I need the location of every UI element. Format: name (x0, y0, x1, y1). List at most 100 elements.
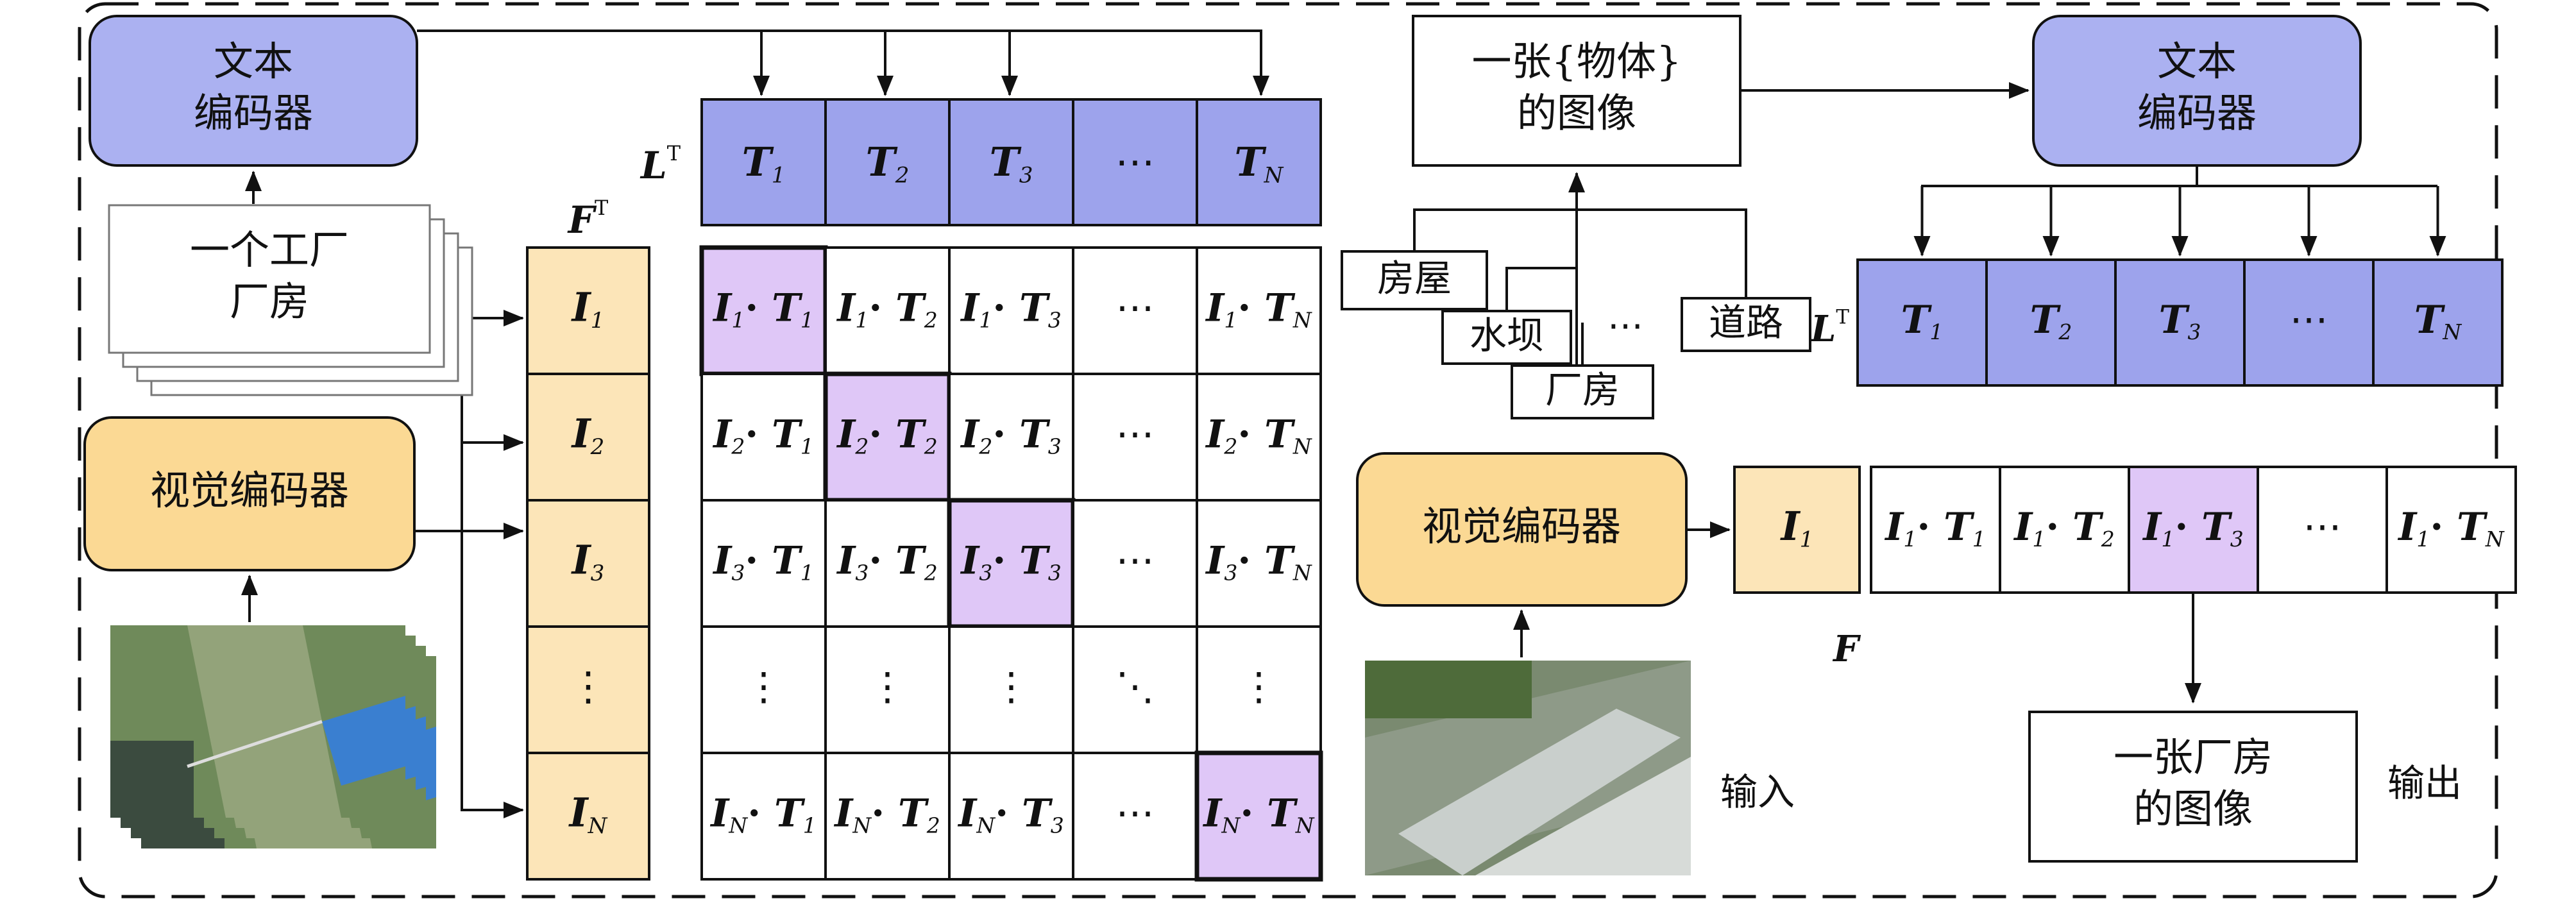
fan-to-in (461, 531, 524, 818)
score-product-5: I1· TN (2397, 505, 2505, 552)
matrix-product-1-1: I1· T1 (712, 285, 814, 332)
score-cell-4 (2257, 466, 2388, 594)
right-image-feature: I1 (1780, 503, 1814, 552)
score-product-3: I1· T3 (2142, 505, 2244, 552)
category-label-1: 房屋 (1377, 257, 1452, 300)
matrix-product-3-5: I3· TN (1205, 538, 1312, 585)
text-feature-4: ⋯ (1115, 139, 1155, 185)
greenhouse-2 (1398, 709, 1681, 875)
input-label: 输入 (1720, 770, 1795, 814)
matrix-cell-5-2 (824, 752, 951, 881)
text-feature-cell-1 (700, 98, 827, 226)
right-text-feature-4: ⋯ (2290, 298, 2328, 342)
category-label-5: 厂房 (1545, 368, 1620, 412)
river (187, 625, 341, 818)
right-text-feature-2: T2 (2030, 298, 2072, 344)
matrix-ellipsis-d: ⋱ (1116, 664, 1155, 709)
matrix-cell-5-1 (700, 752, 827, 881)
text-feature-5: TN (1235, 139, 1284, 188)
left-feature-label: FT (567, 195, 608, 242)
matrix-ellipsis-h-2: ⋯ (1116, 412, 1155, 457)
image-feature-cell-5 (526, 752, 650, 881)
output-box (2028, 711, 2358, 863)
image-feature-2: I2 (571, 410, 605, 460)
matrix-ellipsis-v-3: ⋮ (992, 664, 1031, 709)
right-text-feature-3: T3 (2159, 298, 2201, 344)
score-cell-5 (2385, 466, 2517, 594)
conn-dam (1505, 267, 1577, 311)
right-text-feature-1: T1 (1901, 298, 1944, 344)
matrix-product-3-3: I3· T3 (960, 538, 1062, 585)
right-text-feature-label: LT (1809, 305, 1849, 350)
score-ellipsis: ⋯ (2303, 505, 2342, 550)
left-text-encoder-label-line-2: 编码器 (194, 89, 313, 136)
score-product-2: I1· T2 (2013, 505, 2115, 552)
matrix-product-5-1: IN· T1 (709, 791, 816, 838)
matrix-cell-1-1 (699, 245, 828, 376)
matrix-product-1-5: I1· TN (1205, 285, 1312, 332)
category-label-2: 水坝 (1470, 314, 1544, 357)
right-text-feature-cell-4 (2243, 258, 2375, 387)
matrix-cell-2-2 (823, 371, 952, 503)
matrix-cell-2-5 (1196, 373, 1322, 502)
arrow-encoder-tn (417, 30, 1269, 96)
category-box-4 (1681, 297, 1811, 352)
category-box-1 (1341, 250, 1488, 310)
connectors (241, 30, 2446, 818)
matrix-ellipsis-v-2: ⋮ (869, 664, 907, 709)
left-text-encoder-label-line-1: 文本 (214, 38, 293, 85)
prompt-box-label-line-1: 一张{物体} (1472, 38, 1682, 85)
output-box-label-line-1: 一张厂房 (2114, 734, 2273, 781)
right-image-feature-cell (1733, 466, 1861, 594)
matrix-product-5-3: IN· T3 (957, 791, 1063, 838)
bridge (187, 720, 323, 768)
image-feature-4: ⋮ (568, 663, 608, 710)
left-text-encoder-box (89, 15, 418, 167)
matrix-cell-3-5 (1196, 499, 1322, 628)
shapes (83, 15, 2517, 882)
conn-house (1413, 208, 1577, 251)
aerial-image-1 (110, 625, 405, 818)
matrix-cell-5-5 (1194, 750, 1323, 882)
text-feature-3: T3 (990, 139, 1033, 188)
matrix-cell-5-4 (1072, 752, 1198, 881)
right-visual-encoder-label: 视觉编码器 (1422, 503, 1621, 550)
right-text-encoder-label-line-2: 编码器 (2137, 89, 2257, 136)
input-aerial-image (1365, 661, 1691, 875)
image-feature-cell-4 (526, 625, 650, 754)
matrix-product-3-1: I3· T1 (712, 538, 814, 585)
image-feature-1: I1 (571, 284, 605, 333)
image-feature-5: IN (568, 789, 608, 839)
right-visual-encoder-box (1356, 452, 1688, 607)
matrix-product-5-5: IN· TN (1202, 791, 1314, 838)
matrix-ellipsis-v-1: ⋮ (745, 664, 783, 709)
right-feature-label: F (1832, 628, 1861, 670)
matrix-product-3-2: I3· T2 (836, 538, 938, 585)
field-strip (1365, 661, 1532, 718)
right-text-feature-5: TN (2414, 298, 2462, 344)
right-text-encoder-box (2032, 15, 2362, 167)
text-feature-1: T1 (742, 139, 786, 188)
outer-dashed-frame (78, 2, 2498, 899)
prompt-box (1412, 15, 1741, 167)
matrix-product-2-5: I2· TN (1205, 412, 1312, 459)
matrix-ellipsis-v-5: ⋮ (1240, 664, 1278, 709)
matrix-cell-4-2 (824, 625, 951, 754)
text-input-label-line-1: 一个工厂 (190, 226, 349, 273)
text-input-label-line-2: 厂房 (230, 278, 309, 325)
matrix-product-2-2: I2· T2 (836, 412, 938, 459)
prompt-box-label-line-2: 的图像 (1517, 89, 1636, 136)
blue-roof (322, 696, 405, 786)
matrix-ellipsis-h-5: ⋯ (1116, 791, 1155, 836)
right-text-feature-cell-5 (2372, 258, 2504, 387)
greenhouse-1 (1475, 757, 1691, 875)
text-feature-cell-2 (824, 98, 951, 226)
matrix-cell-1-5 (1196, 246, 1322, 375)
image-feature-cell-3 (526, 499, 650, 628)
image-feature-cell-1 (526, 246, 650, 375)
text-input-card-1 (108, 204, 431, 354)
matrix-cell-1-3 (948, 246, 1074, 375)
matrix-product-1-2: I1· T2 (836, 285, 938, 332)
